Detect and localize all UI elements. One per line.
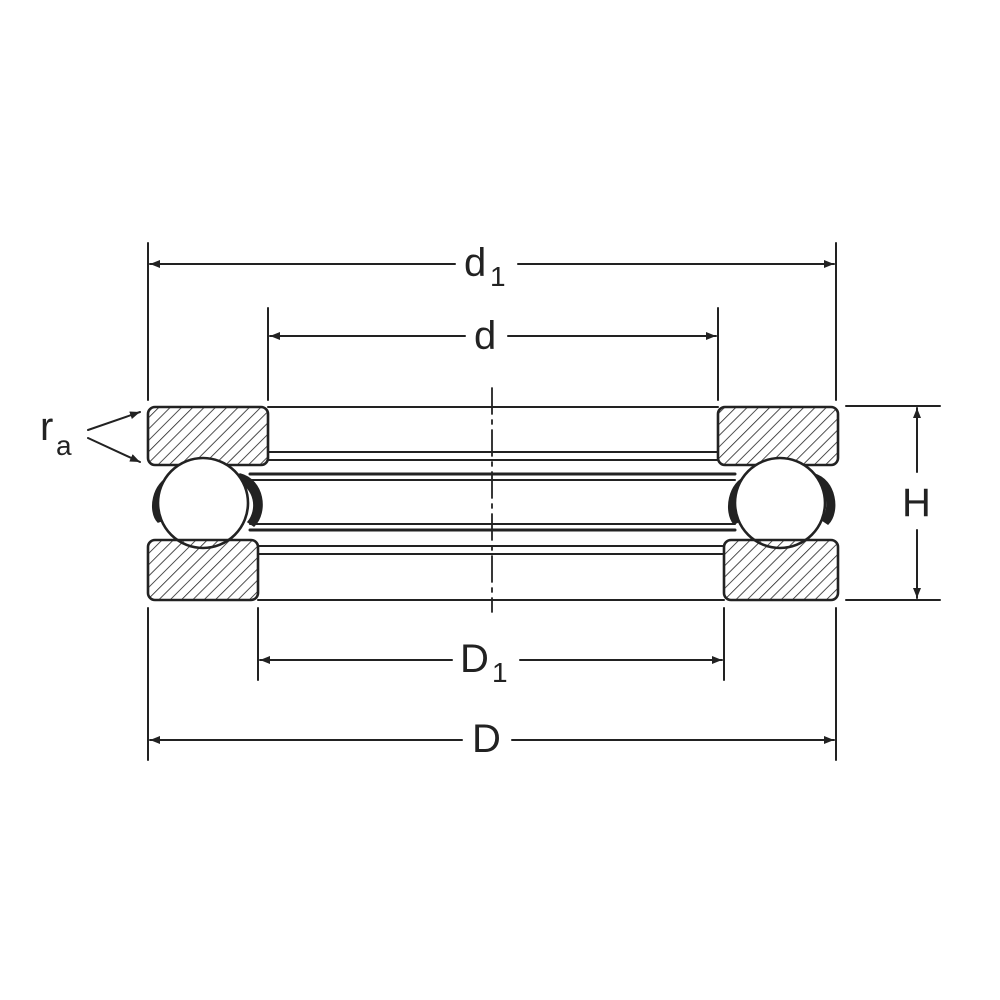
ball-right bbox=[733, 456, 827, 550]
housing-washer bbox=[146, 538, 840, 602]
label-D1: D 1 bbox=[460, 637, 508, 688]
label-d: d bbox=[474, 314, 496, 358]
label-ra: r a bbox=[40, 405, 72, 461]
svg-text:r: r bbox=[40, 405, 53, 449]
label-D: D bbox=[472, 717, 501, 761]
label-H: H bbox=[902, 481, 931, 525]
extension-lines bbox=[147, 242, 941, 761]
svg-text:H: H bbox=[902, 481, 931, 525]
svg-text:D: D bbox=[472, 717, 501, 761]
shaft-washer bbox=[146, 405, 840, 467]
svg-text:d: d bbox=[464, 241, 486, 285]
shaft-washer-right-section bbox=[716, 405, 840, 467]
svg-text:a: a bbox=[56, 430, 72, 461]
ball-left bbox=[156, 456, 250, 550]
label-d1: d 1 bbox=[464, 241, 506, 292]
svg-text:D: D bbox=[460, 637, 489, 681]
housing-washer-left-section bbox=[146, 538, 260, 602]
svg-text:d: d bbox=[474, 314, 496, 358]
svg-text:1: 1 bbox=[492, 657, 508, 688]
housing-washer-right-section bbox=[722, 538, 840, 602]
radius-leaders bbox=[87, 411, 141, 463]
svg-text:1: 1 bbox=[490, 261, 506, 292]
cage bbox=[151, 472, 836, 532]
shaft-washer-left-section bbox=[146, 405, 270, 467]
